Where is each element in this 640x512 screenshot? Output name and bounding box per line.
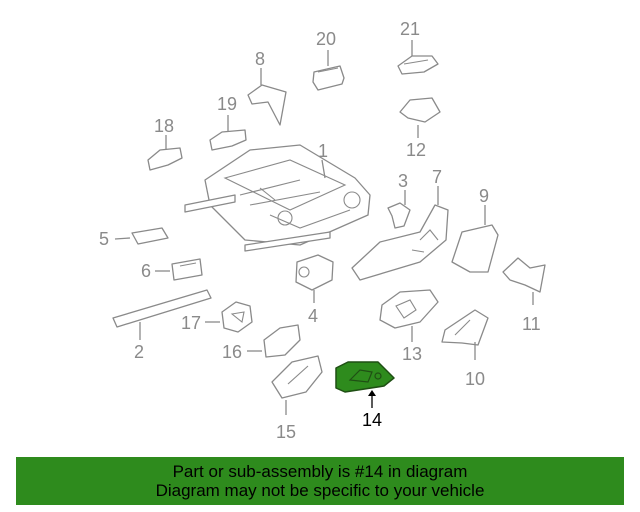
callout-3: 3 [398,171,408,191]
part-9-cover [451,224,499,273]
part-16-cover [263,324,301,358]
callout-19: 19 [217,94,237,114]
callout-10: 10 [465,369,485,389]
callout-20: 20 [316,29,336,49]
part-15-cover [271,355,323,399]
part-17-knob [221,301,253,333]
part-11-bracket [502,257,546,293]
parts-diagram: 1 2 3 4 5 6 7 8 9 10 11 [99,19,546,442]
part-13-cover [379,289,439,329]
callout-4: 4 [308,306,318,326]
part-21-clip [397,55,439,75]
part-1-seat-frame [184,144,371,252]
part-2-rail [112,289,212,328]
part-12-bracket [399,97,441,123]
callout-11: 11 [522,314,541,334]
callout-13: 13 [402,344,422,364]
part-20-clip [312,65,345,91]
callout-14: 14 [362,410,382,430]
callout-1: 1 [318,141,328,161]
part-8-cover [247,84,287,126]
part-10-trim [441,309,489,346]
banner-line-2: Diagram may not be specific to your vehi… [155,481,485,500]
callout-16: 16 [222,342,242,362]
part-3-bracket [387,202,411,229]
callout-7: 7 [432,167,442,187]
callout-2: 2 [134,342,144,362]
callout-6: 6 [141,261,151,281]
banner-line-1: Part or sub-assembly is #14 in diagram [172,462,468,481]
callout-21: 21 [400,19,420,39]
part-18-bracket [147,147,183,171]
callout-15: 15 [276,422,296,442]
callout-12: 12 [406,140,426,160]
callout-17: 17 [181,313,201,333]
part-6-switch [171,258,203,281]
part-5-switch [131,227,169,245]
info-banner: Part or sub-assembly is #14 in diagram D… [16,457,624,505]
callout-8: 8 [255,49,265,69]
part-19-bracket [209,129,247,151]
part-4-motor [295,254,334,291]
part-7-side-trim [351,204,449,281]
callout-9: 9 [479,186,489,206]
callout-18: 18 [154,116,174,136]
callout-5: 5 [99,229,109,249]
part-14-cover-highlighted [335,361,395,393]
